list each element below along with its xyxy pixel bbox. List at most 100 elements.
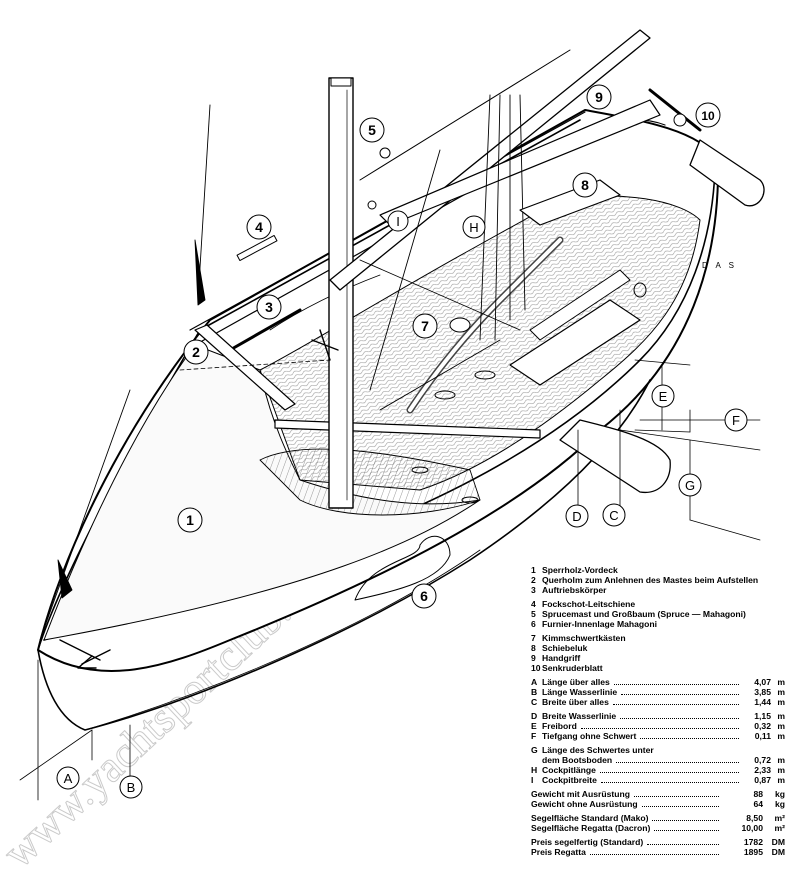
spec-value: 10,00 (741, 823, 763, 833)
part-row: 3 Auftriebskörper (531, 585, 785, 595)
spec-unit: m (777, 687, 785, 697)
svg-text:C: C (609, 508, 618, 523)
spec-unit: m (777, 721, 785, 731)
part-label: Fockschot-Leitschiene (542, 599, 636, 609)
centerboard-blade (559, 419, 671, 493)
spec-value: 0,87 (754, 775, 771, 785)
boom (329, 29, 661, 291)
part-callouts: 1 2 3 4 5 6 7 8 9 10 (177, 84, 721, 609)
spec-label: Breite Wasserlinie (542, 711, 617, 721)
spec-unit: m (777, 697, 785, 707)
leader-dots (580, 728, 739, 729)
leader-dots (599, 772, 739, 773)
spec-value: 1895 (743, 847, 763, 857)
spec-label: Breite über alles (542, 697, 609, 707)
callout-E: E (651, 384, 675, 408)
svg-text:1: 1 (186, 512, 194, 528)
spec-row-G: G Länge des Schwertes unter (531, 745, 785, 755)
part-key: 1 (531, 565, 536, 575)
svg-text:8: 8 (581, 177, 589, 193)
part-row: 1 Sperrholz-Vordeck (531, 565, 785, 575)
part-key: 6 (531, 619, 536, 629)
callout-B: B (119, 775, 143, 799)
part-label: Handgriff (542, 653, 581, 663)
callout-A: A (56, 766, 80, 790)
svg-text:10: 10 (701, 109, 715, 123)
spec-unit: m (777, 711, 785, 721)
part-label: Auftriebskörper (542, 585, 607, 595)
leader-dots (634, 796, 719, 797)
spec-value: 2,33 (754, 765, 771, 775)
part-key: 5 (531, 609, 536, 619)
leader-dots (613, 684, 739, 685)
callout-F: F (724, 408, 748, 432)
callout-8: 8 (572, 172, 598, 198)
deck-fittings (236, 147, 471, 361)
das-tag: D A S (702, 261, 737, 270)
spec-value: 1782 (743, 837, 763, 847)
leader-dots (589, 854, 719, 855)
callout-1: 1 (177, 507, 203, 533)
spec-key: D (531, 711, 538, 721)
svg-text:A: A (64, 771, 73, 786)
spec-label: Länge des Schwertes unter (542, 745, 654, 755)
spec-unit: m (777, 731, 785, 741)
spec-label: Freibord (542, 721, 577, 731)
spec-unit: m (777, 755, 785, 765)
callout-3: 3 (256, 294, 282, 320)
rudder (648, 88, 765, 207)
spec-key: C (531, 697, 538, 707)
veneer-inlay (354, 535, 451, 601)
spec-key: A (531, 677, 538, 687)
callout-C: C (602, 503, 626, 527)
part-key: 8 (531, 643, 536, 653)
spec-key: F (531, 731, 537, 741)
callout-D: D (565, 504, 589, 528)
leader-dots (620, 718, 739, 719)
callout-2: 2 (183, 339, 209, 365)
svg-text:9: 9 (595, 89, 603, 105)
part-label: Sperrholz-Vordeck (542, 565, 618, 575)
part-row: 6 Furnier-Innenlage Mahagoni (531, 619, 785, 629)
part-key: 3 (531, 585, 536, 595)
svg-text:E: E (659, 389, 668, 404)
spec-unit: m (777, 765, 785, 775)
leader-dots (652, 820, 719, 821)
spec-label: Gewicht mit Ausrüstung (531, 789, 630, 799)
spec-unit: kg (774, 799, 785, 809)
part-key: 7 (531, 633, 536, 643)
part-label: Kimmschwertkästen (542, 633, 626, 643)
spec-label: Tiefgang ohne Schwert (542, 731, 637, 741)
spec-label: Länge Wasserlinie (542, 687, 618, 697)
spec-unit: m² (774, 823, 785, 833)
spec-value: 8,50 (746, 813, 763, 823)
svg-text:6: 6 (420, 588, 428, 604)
spec-value: 0,72 (754, 755, 771, 765)
spec-label: Preis Regatta (531, 847, 586, 857)
spec-unit: kg (774, 789, 785, 799)
svg-text:7: 7 (421, 318, 429, 334)
part-label: Furnier-Innenlage Mahagoni (542, 619, 658, 629)
leader-dots (641, 806, 719, 807)
spec-label: Preis segelfertig (Standard) (531, 837, 644, 847)
spec-unit: m² (774, 813, 785, 823)
leader-dots (647, 844, 719, 845)
